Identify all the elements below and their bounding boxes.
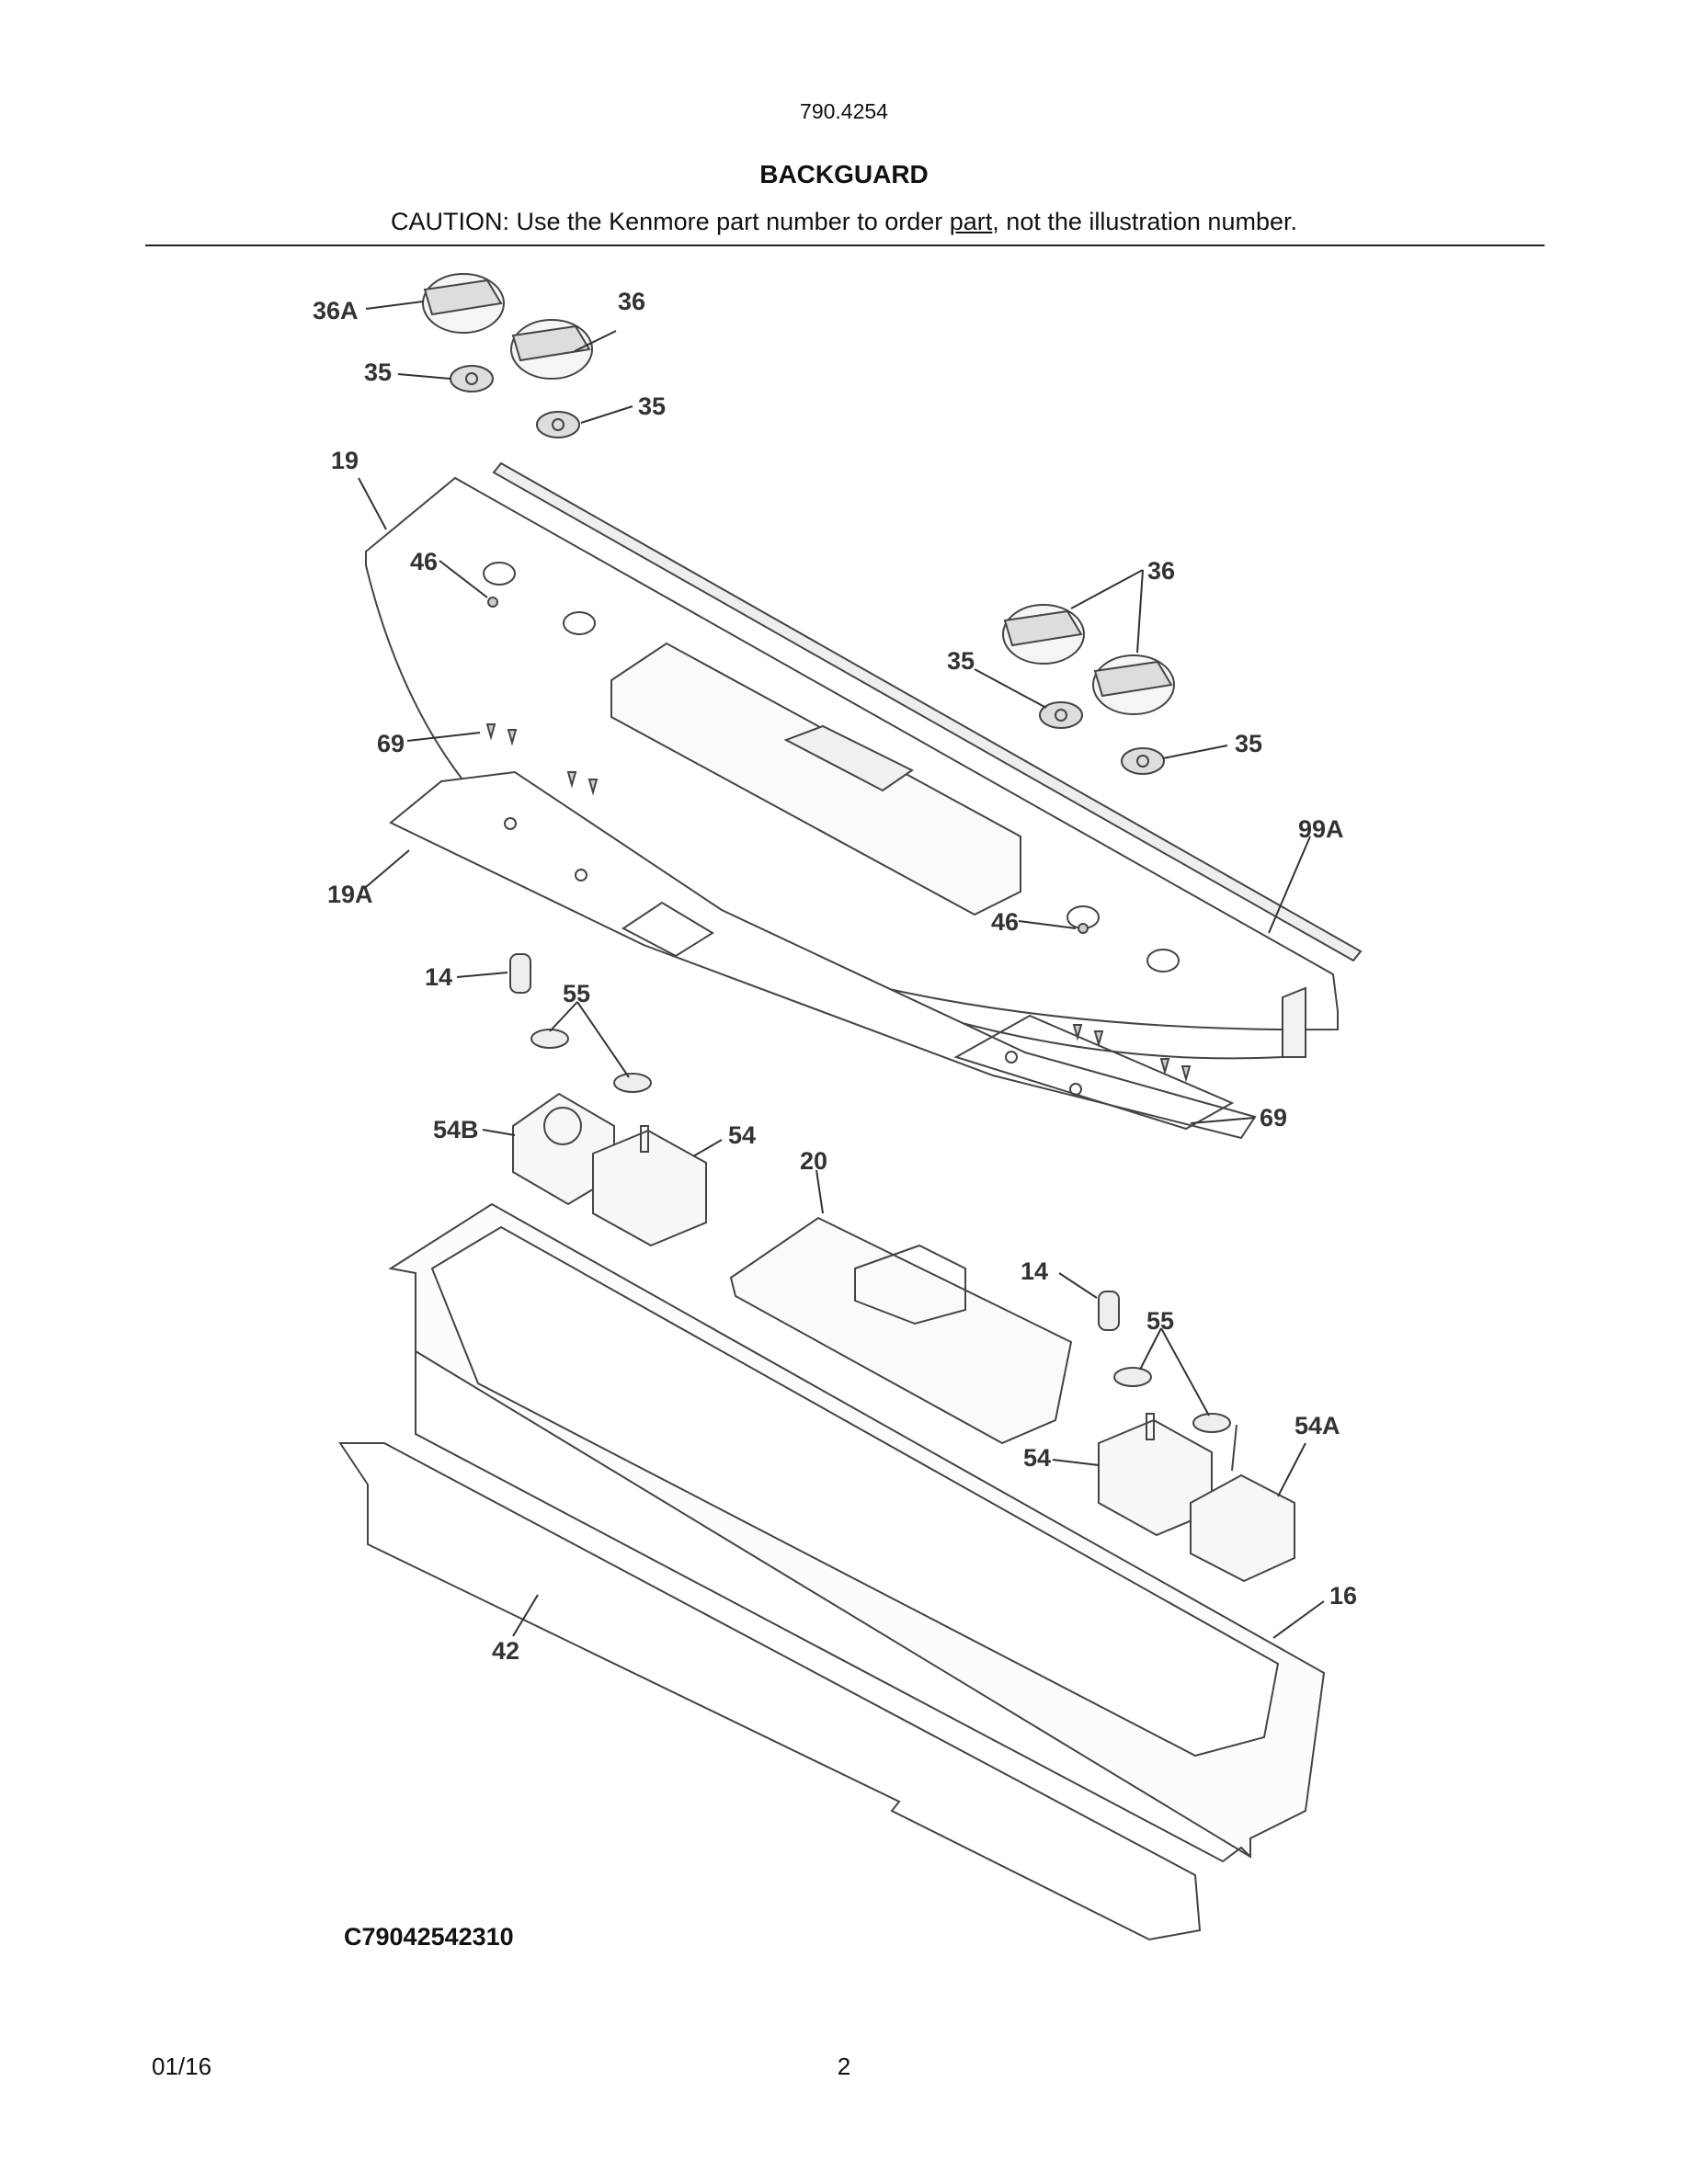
callout-54a: 54A [1295, 1412, 1340, 1439]
callout-14-left: 14 [425, 963, 452, 991]
lamp-holder-14-left [509, 953, 531, 994]
callout-55-right: 55 [1146, 1307, 1174, 1335]
callout-14-right: 14 [1021, 1257, 1048, 1285]
callout-42: 42 [492, 1637, 519, 1665]
trim-strip-99a [492, 461, 1363, 962]
page-number: 2 [837, 2053, 851, 2080]
callout-16: 16 [1329, 1582, 1357, 1610]
header-divider [145, 245, 1545, 246]
plate-42 [338, 1442, 1202, 1941]
diagram-code: C79042542310 [344, 1923, 514, 1951]
callout-35-right-b: 35 [1235, 730, 1262, 757]
callout-54-left: 54 [728, 1121, 756, 1149]
switch-54a [1190, 1424, 1295, 1583]
model-number: 790.4254 [800, 99, 888, 123]
callout-46-left: 46 [410, 548, 438, 575]
callout-36a: 36A [313, 297, 359, 324]
switch-54-left [592, 1125, 707, 1247]
callout-19a: 19A [327, 881, 373, 908]
callout-20: 20 [800, 1147, 827, 1175]
callout-36-top: 36 [618, 288, 645, 315]
bezel-35-right-a [1039, 701, 1083, 729]
caution-suffix: , not the illustration number. [992, 208, 1297, 235]
callout-69-right: 69 [1260, 1104, 1287, 1132]
callout-46-right: 46 [991, 908, 1019, 936]
caution-note: CAUTION: Use the Kenmore part number to … [0, 208, 1688, 236]
mounting-bracket-19a [389, 770, 1257, 1140]
callout-69-left: 69 [377, 730, 405, 757]
callout-labels: 36A 36 35 35 19 46 36 35 35 69 99A 19A 4… [313, 288, 1357, 1665]
footer-date: 01/16 [152, 2053, 212, 2080]
bezel-35-left-a [450, 365, 494, 392]
callout-35-right-a: 35 [947, 647, 975, 675]
caution-underlined: part [949, 208, 993, 235]
callout-99a: 99A [1298, 815, 1344, 843]
bezel-35-left-b [536, 411, 580, 438]
knob-36-left [510, 319, 593, 380]
callout-35-top-left: 35 [364, 358, 392, 386]
knob-36a [422, 273, 505, 334]
callout-54b: 54B [433, 1116, 479, 1143]
callout-54-right: 54 [1023, 1444, 1051, 1472]
knob-36-right-a [1002, 604, 1085, 665]
screws [485, 597, 1192, 1083]
leader-lines [358, 301, 1325, 1639]
page-title: BACKGUARD [759, 160, 929, 188]
caution-prefix: CAUTION: Use the Kenmore part number to … [391, 208, 950, 235]
clips-55 [530, 1029, 1231, 1433]
lamp-holder-14-right [1098, 1291, 1120, 1331]
callout-19: 19 [331, 447, 359, 474]
control-board-20 [729, 1216, 1073, 1445]
knob-36-right-b [1092, 654, 1175, 715]
callout-55-left: 55 [563, 980, 590, 1007]
callout-36-right: 36 [1147, 557, 1175, 585]
exploded-parts-diagram: 36A 36 35 35 19 46 36 35 35 69 99A 19A 4… [313, 273, 1363, 1941]
callout-35-top-right: 35 [638, 392, 666, 420]
bezel-35-right-b [1121, 747, 1165, 775]
backguard-housing-16 [388, 1202, 1326, 1863]
